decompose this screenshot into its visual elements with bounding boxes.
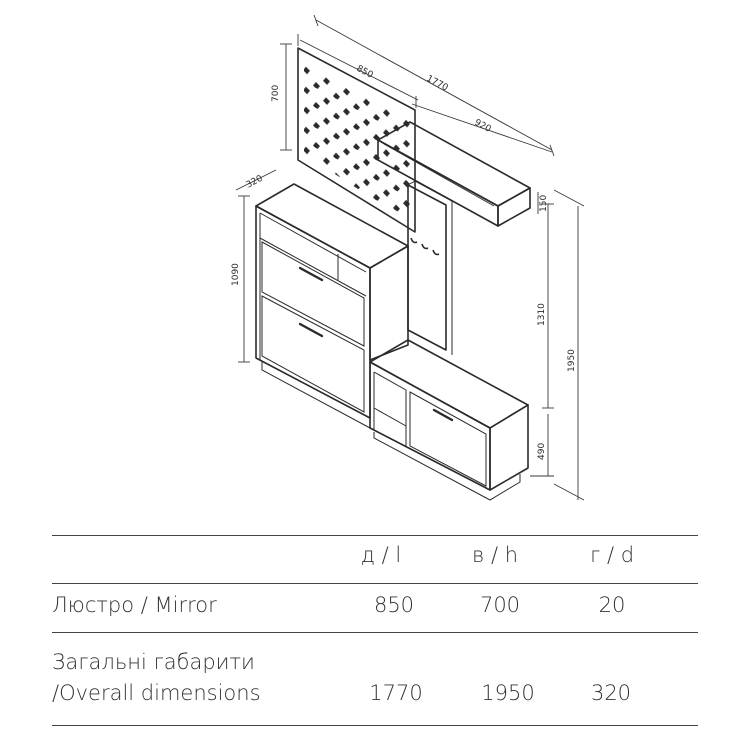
mirror [297,47,416,233]
dim-depth: 320 [245,174,265,191]
hallway-set-drawing: 850 1770 920 700 320 1090 150 1310 1950 … [231,14,585,501]
table-rule-bottom [52,725,698,726]
row-overall-length: 1770 [369,681,423,705]
furniture-technical-drawing: 850 1770 920 700 320 1090 150 1310 1950 … [231,14,585,501]
row-mirror-length: 850 [373,593,415,617]
coat-hooks [410,237,440,256]
dim-shelf-height: 150 [539,195,549,212]
dim-mirror-height: 700 [271,85,281,102]
dim-panel-height: 1310 [537,303,547,326]
dim-cabinet-height: 1090 [231,263,241,286]
table-rule-header [52,583,698,584]
row-overall-label-line2: /Overall dimensions [52,681,261,705]
header-height: в / h [471,543,519,567]
row-mirror-height: 700 [479,593,521,617]
table-rule-top [52,535,698,536]
hat-shelf [377,121,531,227]
shoe-cabinet [255,183,409,429]
header-length: д / l [360,543,402,567]
header-depth: г / d [589,543,635,567]
row-overall-label-line1: Загальні габарити [52,650,255,674]
row-overall-height: 1950 [481,681,535,705]
bench [369,339,529,501]
dimension-lines [235,14,585,501]
dim-total-width: 1770 [425,74,450,94]
row-overall-depth: 320 [590,681,632,705]
dim-bench-height: 490 [537,443,547,460]
dim-mirror-width: 850 [355,64,375,81]
dim-shelf-width: 920 [473,118,493,135]
row-mirror-depth: 20 [598,593,626,617]
row-mirror-label: Люстро / Mirror [52,593,217,617]
table-rule-middle [52,632,698,633]
dim-total-height: 1950 [567,349,577,372]
